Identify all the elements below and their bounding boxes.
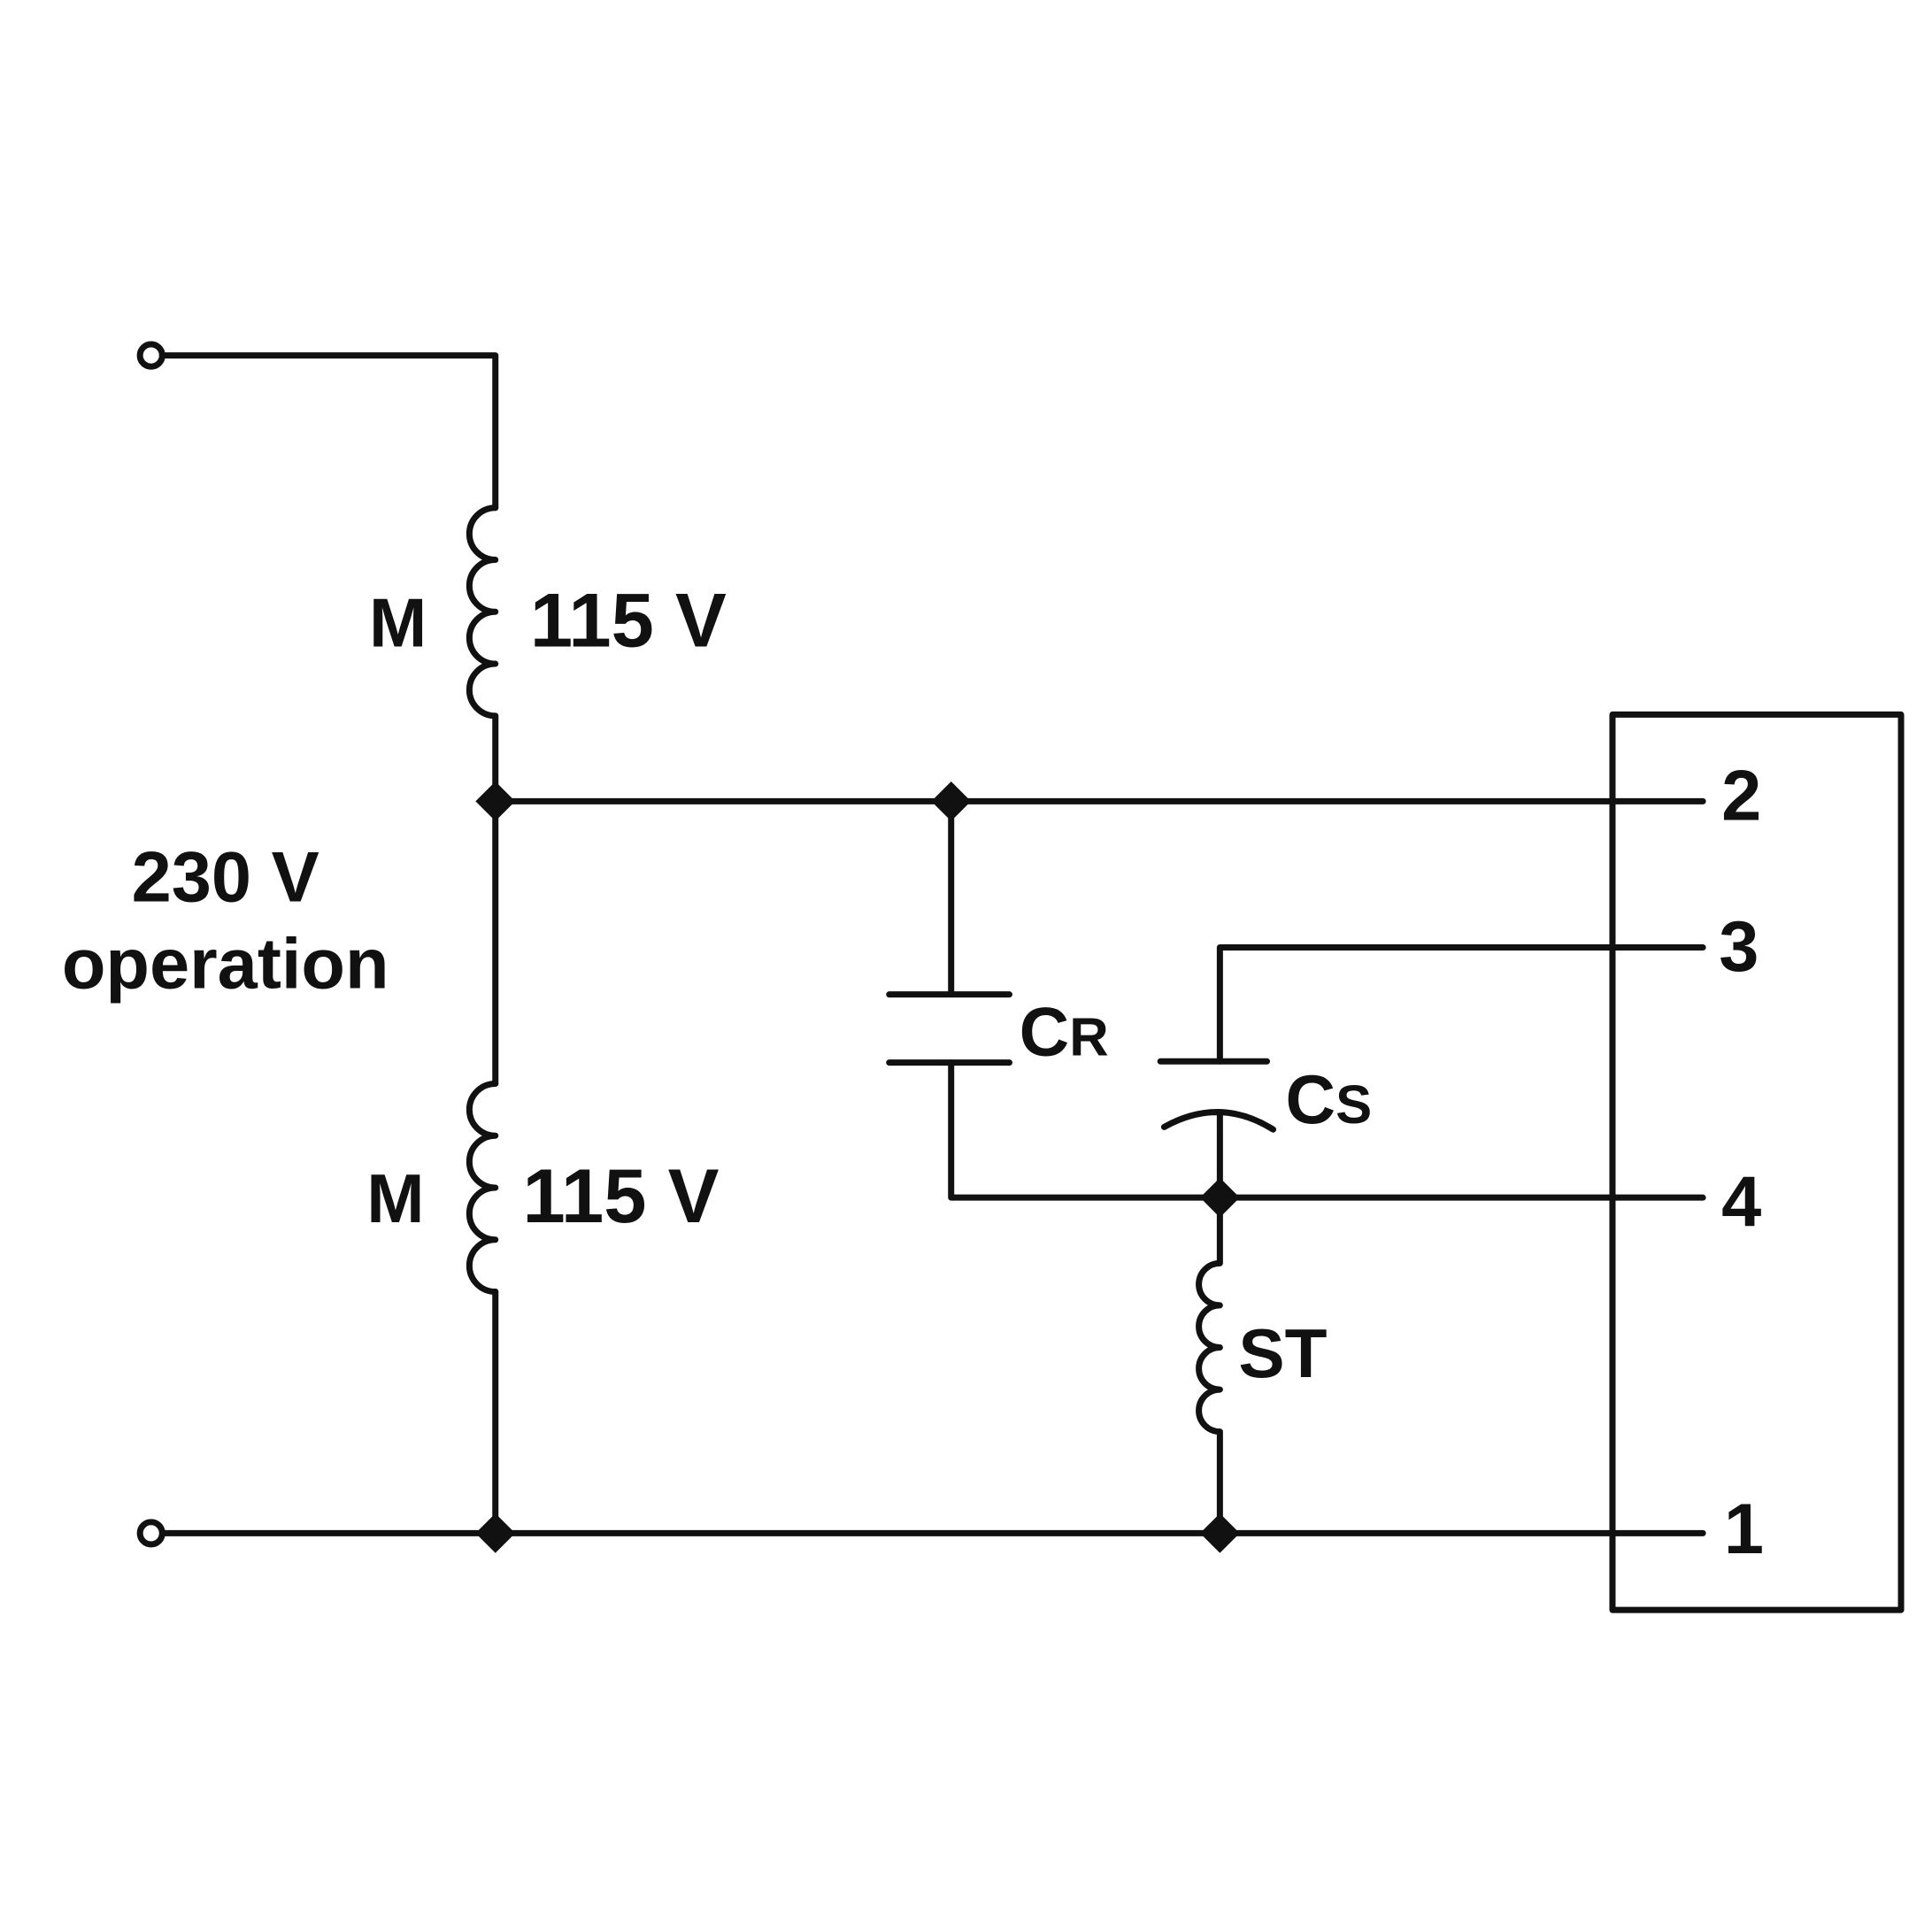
- coil-bottom-voltage: 115 V: [523, 1153, 720, 1239]
- wire-terminal-3: [1216, 944, 1706, 1065]
- run-capacitor-label-main: C: [1020, 992, 1070, 1070]
- coil-top-voltage: 115 V: [530, 577, 727, 663]
- junction-node: [475, 781, 516, 821]
- supply-mode-label: operation: [62, 925, 389, 1004]
- supply-voltage-label: 230 V: [132, 838, 319, 918]
- terminal-label-1: 1: [1724, 1489, 1764, 1569]
- start-capacitor-label: CS: [1286, 1060, 1373, 1138]
- start-winding-label: ST: [1238, 1314, 1327, 1392]
- terminal-label-2: 2: [1721, 756, 1761, 835]
- coil-bottom-letter: M: [366, 1159, 424, 1237]
- wire-terminal-4: [948, 1059, 1706, 1201]
- coil-top-letter: M: [369, 583, 427, 661]
- wire-top-supply: [158, 352, 499, 512]
- main-winding-bottom-coil: [466, 1080, 499, 1296]
- start-capacitor: [1157, 1058, 1277, 1201]
- run-capacitor-label-sub: R: [1069, 1006, 1108, 1067]
- start-capacitor-label-main: C: [1286, 1060, 1336, 1138]
- supply-terminal-bottom: [136, 1519, 165, 1548]
- supply-terminal-top: [136, 341, 165, 370]
- main-winding-top-coil: [466, 504, 499, 720]
- run-capacitor-label: CR: [1020, 992, 1109, 1070]
- junction-node: [931, 781, 972, 821]
- junction-node: [1199, 1177, 1240, 1218]
- terminal-label-4: 4: [1721, 1162, 1761, 1242]
- junction-nodes: [475, 781, 1240, 1553]
- terminal-label-3: 3: [1719, 907, 1759, 987]
- run-capacitor: [886, 797, 1012, 1066]
- junction-node: [1199, 1513, 1240, 1553]
- terminal-block: [1609, 711, 1905, 1613]
- start-winding-coil: [1196, 1194, 1223, 1536]
- junction-node: [475, 1513, 516, 1553]
- start-capacitor-label-sub: S: [1335, 1074, 1372, 1135]
